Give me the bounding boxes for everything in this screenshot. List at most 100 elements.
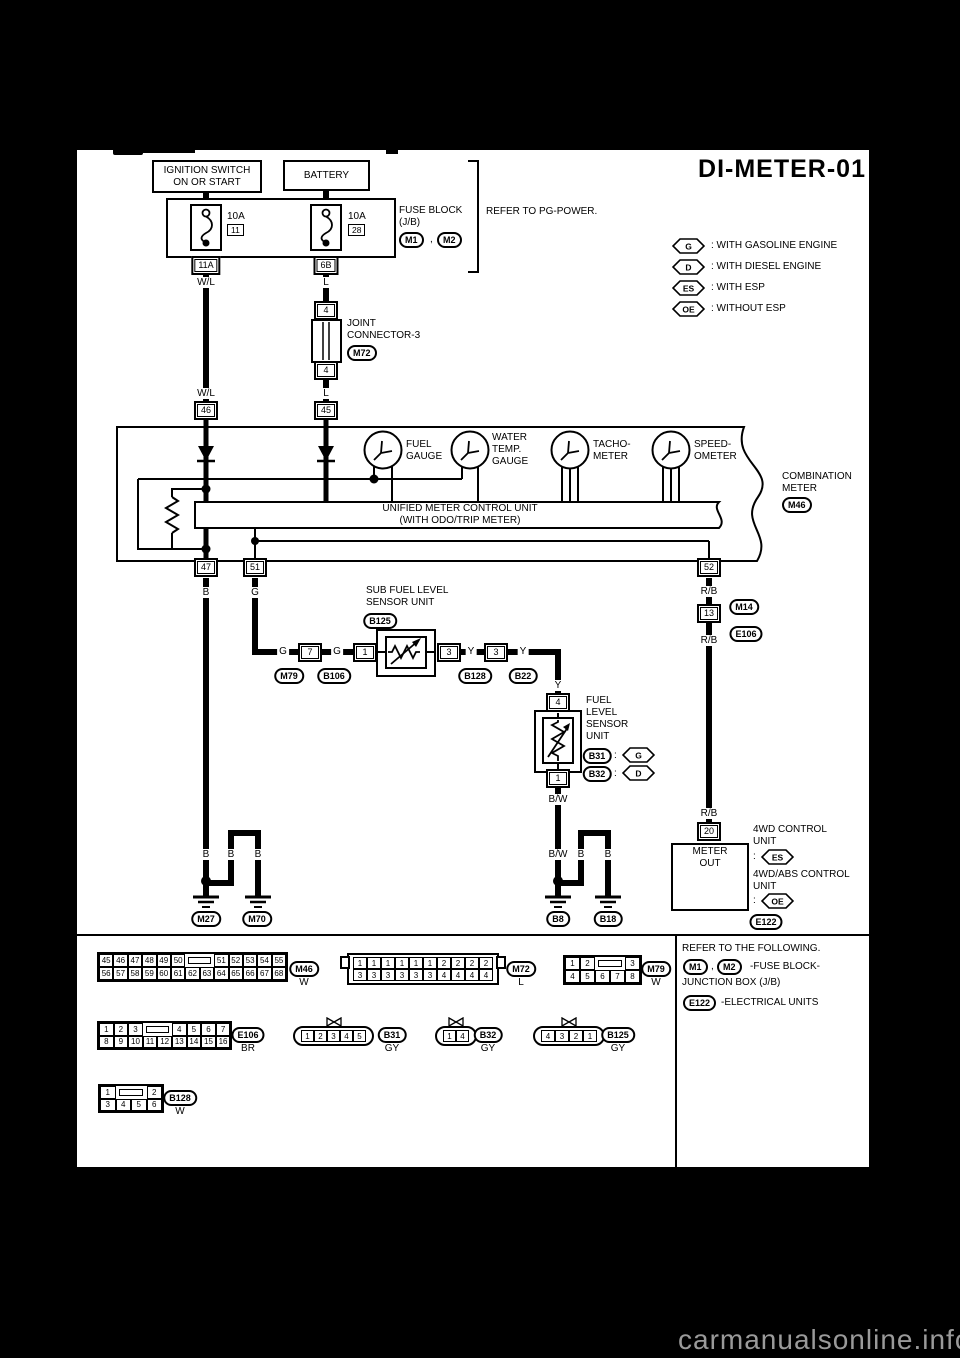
bowtie-icon (325, 1017, 342, 1027)
connector-label-M72: M72 (506, 961, 536, 977)
fuse1-number: 11 (227, 224, 244, 236)
pin-1: 1 (353, 643, 377, 662)
pin-cell: 61 (170, 967, 186, 980)
pin-cell: 1 (99, 1023, 114, 1036)
connector-label-m14: M14 (729, 599, 759, 615)
pin-cell: 7 (215, 1023, 231, 1036)
pin-cell: 4 (451, 969, 465, 981)
water-temp-label: WATER (492, 432, 527, 443)
pin-cell: 1 (301, 1030, 314, 1042)
pin-cell: 2 (479, 957, 493, 969)
pin-joint-top: 4 (314, 301, 338, 320)
connector-label-M46: M46 (289, 961, 319, 977)
pin-cell: 54 (257, 954, 272, 967)
meter-out-label2: OUT (699, 858, 721, 869)
pin-cell: 3 (395, 969, 409, 981)
connector-label-b128: B128 (458, 668, 492, 684)
pin-cell: 10 (128, 1035, 143, 1048)
umcu-box (194, 501, 723, 529)
pin-cell: 4 (171, 1023, 187, 1036)
pin-3a: 3 (437, 643, 461, 662)
diode-icon (317, 446, 335, 463)
wire-label-rb: R/B (698, 586, 720, 597)
connector-color-B128: W (175, 1106, 185, 1117)
svg-text:G: G (635, 751, 642, 761)
pin-cell: 1 (423, 957, 437, 969)
resistor-icon (164, 496, 180, 534)
connector-color-B32: GY (480, 1043, 496, 1054)
wire-label-y: Y (465, 646, 477, 657)
wire-label-g: G (249, 587, 261, 598)
pin-cell: 4 (541, 1030, 555, 1042)
wire-label-rb3: R/B (698, 808, 720, 819)
connector-color-E106: BR (241, 1043, 255, 1054)
wire-label-b4: B (252, 849, 264, 860)
ground-label-b18: B18 (593, 911, 623, 927)
page-title: DI-METER-01 (698, 155, 866, 183)
gasoline-tag-icon: G (622, 747, 655, 763)
pin-cell (116, 1086, 147, 1099)
ground-label-m70: M70 (242, 911, 272, 927)
pin-cell: 5 (131, 1098, 147, 1111)
pin-cell: 3 (367, 969, 381, 981)
fuel-gauge-label2: GAUGE (406, 451, 443, 462)
comma: , (711, 961, 714, 972)
pin-cell: 60 (156, 967, 171, 980)
legend-no-esp: : WITHOUT ESP (711, 303, 786, 314)
pin-cell: 2 (314, 1030, 327, 1042)
pin-cell: 8 (625, 970, 640, 983)
fuse-icon (320, 208, 333, 247)
pin-cell: 3 (327, 1030, 340, 1042)
pin-cell: 3 (625, 957, 640, 970)
refer-pg-power: REFER TO PG-POWER. (486, 206, 598, 217)
connector-key-slot (145, 1025, 169, 1033)
pin-cell: 1 (583, 1030, 597, 1042)
connector-label-B125: B125 (601, 1027, 635, 1043)
pin-11a: 11A (191, 256, 221, 275)
connector-label-e122: E122 (749, 914, 783, 930)
pin-cell: 4 (115, 1098, 131, 1111)
fuse-block-label: FUSE BLOCK (399, 205, 463, 216)
pin-13: 13 (696, 604, 722, 623)
no-esp-tag-icon: OE (672, 301, 705, 317)
ground-icon (545, 895, 571, 908)
pin-cell: 53 (242, 954, 258, 967)
pin-cell: 52 (228, 954, 243, 967)
svg-text:D: D (685, 263, 691, 273)
pin-cell (595, 957, 625, 970)
pin-46: 46 (193, 401, 219, 420)
umcu-label: UNIFIED METER CONTROL UNIT (382, 503, 538, 514)
connector-label-m2: M2 (717, 959, 742, 975)
connector-key-slot (598, 960, 622, 967)
legend-gasoline: : WITH GASOLINE ENGINE (711, 240, 838, 251)
diode-icon (197, 446, 215, 463)
pin-cell: 46 (113, 954, 128, 967)
fuel-sensor-label2: LEVEL (586, 707, 618, 718)
connector-color-B31: GY (384, 1043, 400, 1054)
wire-label-b2: B (200, 849, 212, 860)
pin-cell: 3 (128, 1023, 143, 1036)
pin-cell: 1 (443, 1030, 456, 1042)
pin-cell: 51 (214, 954, 229, 967)
combination-meter-label: COMBINATION (782, 471, 852, 482)
diesel-tag-icon: D (672, 259, 705, 275)
pin-cell: 3 (409, 969, 423, 981)
connector-label-B32: B32 (473, 1027, 503, 1043)
pin-cell: 9 (113, 1035, 129, 1048)
fuse1-amp: 10A (227, 211, 245, 222)
pin-cell (143, 1023, 172, 1036)
sub-sensor-label: SUB FUEL LEVEL (366, 585, 449, 596)
fuse-block-label2: (J/B) (399, 217, 421, 228)
wire-label-b6: B (602, 849, 614, 860)
pin-4: 4 (546, 693, 570, 712)
notes-heading: REFER TO THE FOLLOWING. (682, 943, 821, 954)
ground-label-b8: B8 (546, 911, 570, 927)
4wd-abs-unit-label: 4WD/ABS CONTROL (753, 869, 850, 880)
pin-cell: 2 (451, 957, 465, 969)
pin-cell: 5 (186, 1023, 202, 1036)
pin-cell: 5 (580, 970, 595, 983)
